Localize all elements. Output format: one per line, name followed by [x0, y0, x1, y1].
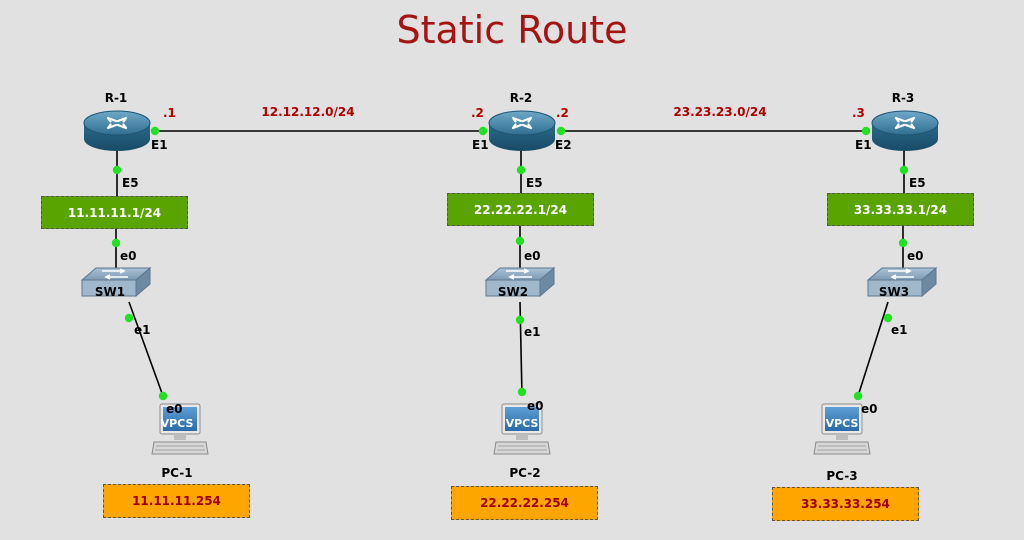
sw1-e0-label: e0 — [120, 249, 137, 263]
r2-e1-label: E1 — [472, 138, 489, 152]
port-dot — [516, 165, 526, 175]
router-r3-name: R-3 — [892, 91, 915, 105]
r2-e1-ip: .2 — [471, 106, 484, 120]
port-dot — [861, 126, 871, 136]
port-dot — [517, 387, 527, 397]
link-dots — [111, 126, 909, 401]
pc-2-screen-label: VPCS — [506, 417, 539, 430]
topology-links — [115, 130, 905, 397]
port-dot — [898, 238, 908, 248]
sw3-e1-label: e1 — [891, 323, 908, 337]
port-dot — [112, 165, 122, 175]
pc-1-name: PC-1 — [161, 466, 192, 480]
pc-2-name: PC-2 — [509, 466, 540, 480]
switch-sw1-name: SW1 — [95, 285, 125, 299]
r1-e1-label: E1 — [151, 138, 168, 152]
pc-3-e0-label: e0 — [861, 402, 878, 416]
pc-3-screen-label: VPCS — [826, 417, 859, 430]
router-r2-name: R-2 — [510, 91, 533, 105]
pc-1-ip-note[interactable]: 11.11.11.254 — [103, 484, 250, 518]
router-r1-icon[interactable] — [82, 110, 152, 153]
network-r2-r3-label: 23.23.23.0/24 — [673, 105, 766, 119]
link-sw1-pc1[interactable] — [128, 301, 164, 397]
topology-title: Static Route — [396, 8, 628, 52]
port-dot — [515, 315, 525, 325]
r2-e2-ip: .2 — [556, 106, 569, 120]
port-dot — [150, 126, 160, 136]
router-r3-icon[interactable] — [870, 110, 940, 153]
port-dot — [883, 313, 893, 323]
port-dot — [515, 236, 525, 246]
port-dot — [899, 165, 909, 175]
switch-sw2-name: SW2 — [498, 285, 528, 299]
port-dot — [158, 391, 168, 401]
r1-e1-ip: .1 — [163, 106, 176, 120]
r2-e5-label: E5 — [526, 176, 543, 190]
port-dot — [111, 238, 121, 248]
link-sw3-pc3[interactable] — [857, 301, 889, 397]
switch-sw3-name: SW3 — [879, 285, 909, 299]
pc-3-ip-note[interactable]: 33.33.33.254 — [772, 487, 919, 521]
r1-e5-label: E5 — [122, 176, 139, 190]
r2-e2-label: E2 — [555, 138, 572, 152]
router-r2-icon[interactable] — [487, 110, 557, 153]
r3-e5-label: E5 — [909, 176, 926, 190]
pc-1-screen-label: VPCS — [161, 417, 194, 430]
pc-1-e0-label: e0 — [166, 402, 183, 416]
r3-e1-label: E1 — [855, 138, 872, 152]
port-dot — [478, 126, 488, 136]
network-r1-r2-label: 12.12.12.0/24 — [261, 105, 354, 119]
gateway-note-r2[interactable]: 22.22.22.1/24 — [447, 193, 594, 226]
gateway-note-r3[interactable]: 33.33.33.1/24 — [827, 193, 974, 226]
pc-3-name: PC-3 — [826, 469, 857, 483]
gateway-note-r1[interactable]: 11.11.11.1/24 — [41, 196, 188, 229]
pc-2-ip-note[interactable]: 22.22.22.254 — [451, 486, 598, 520]
sw2-e1-label: e1 — [524, 325, 541, 339]
pc-2-e0-label: e0 — [527, 399, 544, 413]
sw3-e0-label: e0 — [907, 249, 924, 263]
router-r1-name: R-1 — [105, 91, 128, 105]
sw1-e1-label: e1 — [134, 323, 151, 337]
sw2-e0-label: e0 — [524, 249, 541, 263]
port-dot — [853, 391, 863, 401]
port-dot — [124, 313, 134, 323]
r3-e1-ip: .3 — [852, 106, 865, 120]
port-dot — [556, 126, 566, 136]
